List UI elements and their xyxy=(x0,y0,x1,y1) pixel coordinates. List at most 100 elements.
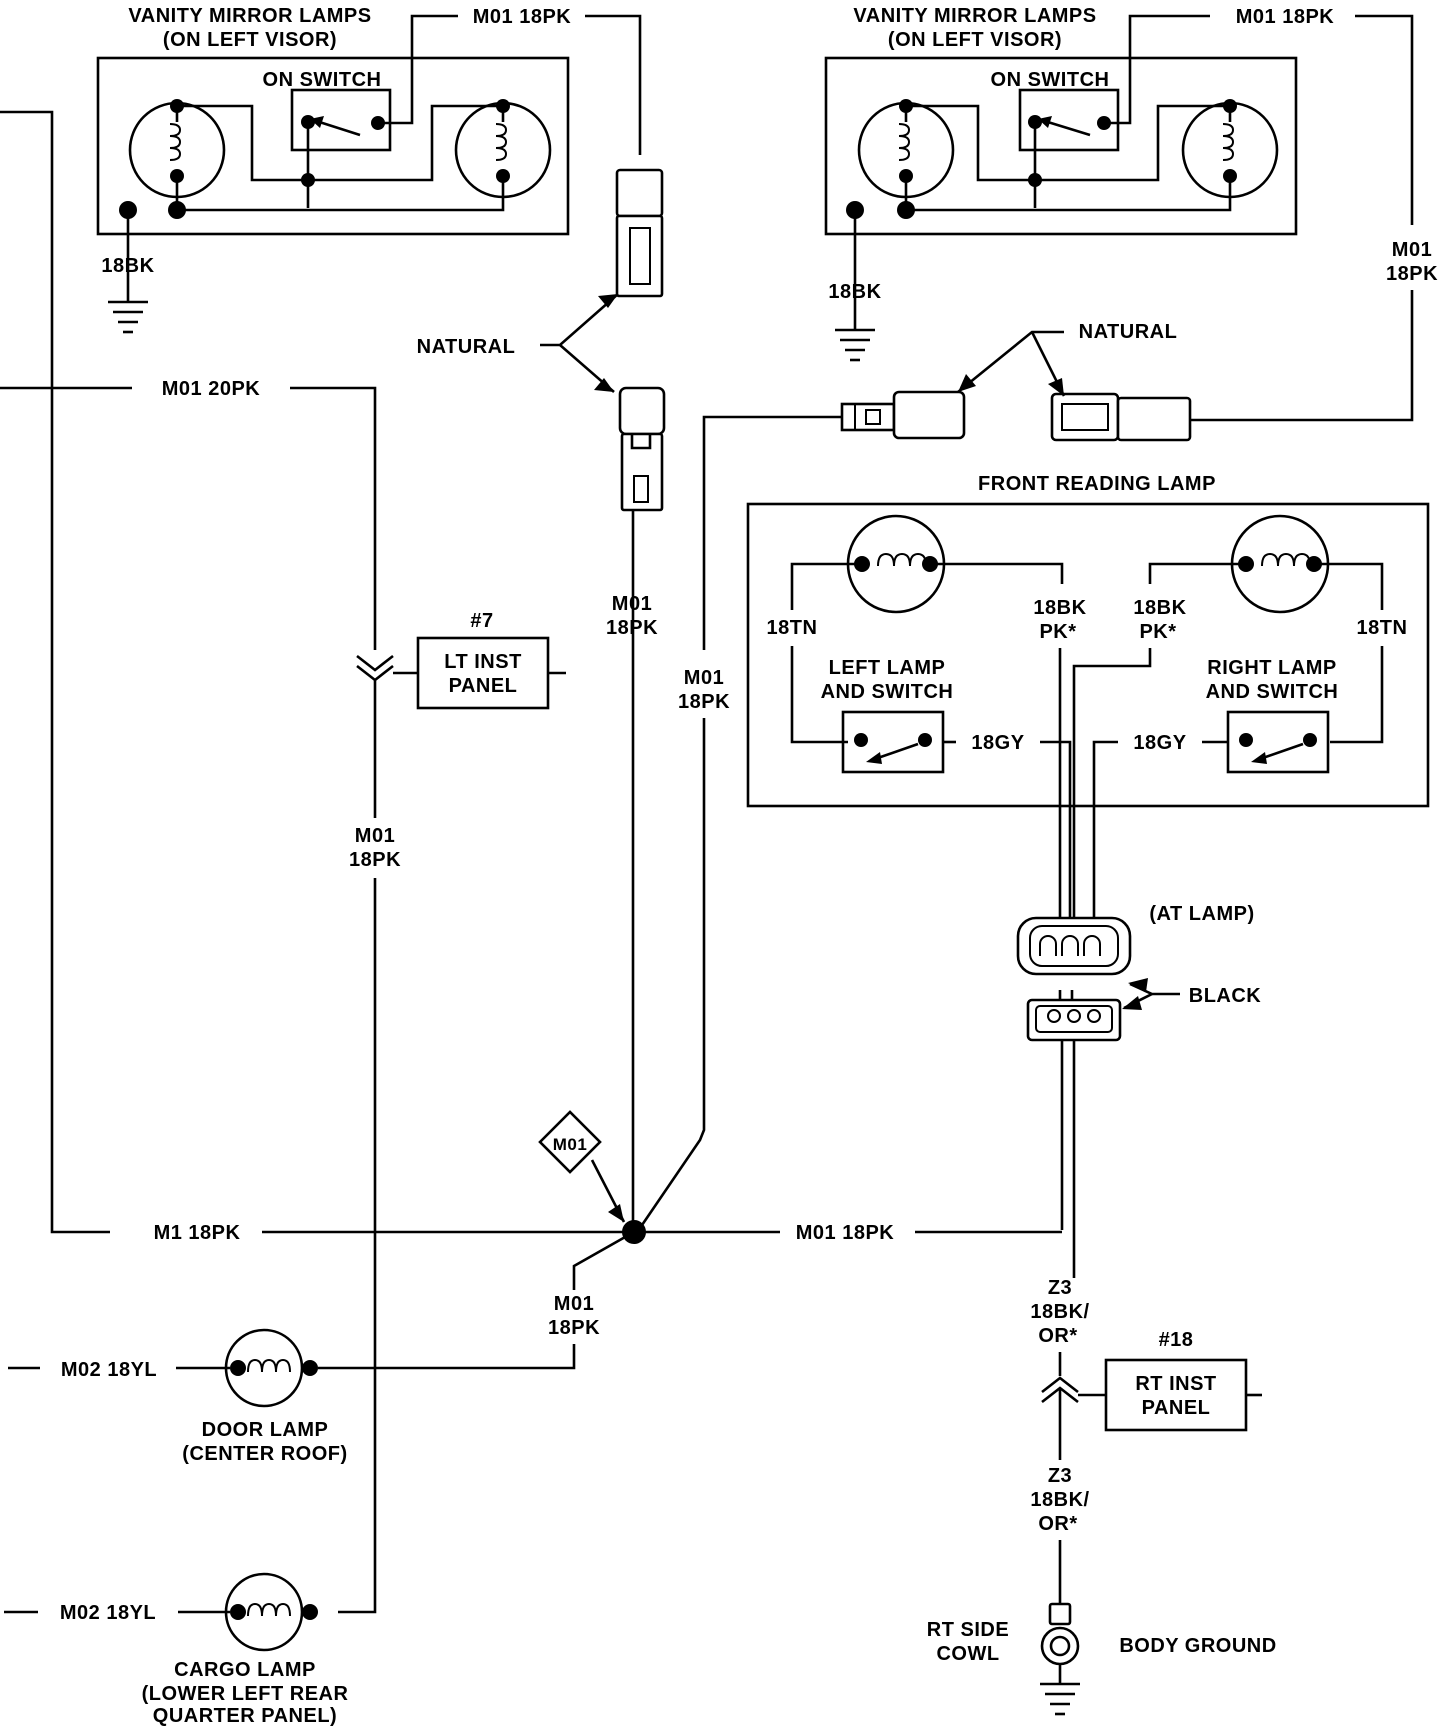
rt-inst-panel-line1: RT INST xyxy=(1135,1373,1216,1395)
body-ground-label: BODY GROUND xyxy=(1119,1635,1276,1657)
lower-wire-code: M01 xyxy=(554,1293,594,1315)
reading-right-bk: 18BK xyxy=(1133,597,1186,619)
cargo-lamp-line2: (LOWER LEFT REAR xyxy=(142,1683,349,1705)
z3-top-gauge: 18BK/ xyxy=(1030,1301,1089,1323)
vanity-left-switch-icon xyxy=(309,116,361,137)
m01-20pk-label: M01 20PK xyxy=(162,378,261,400)
at-lamp-connector: (AT LAMP) BLACK xyxy=(1016,903,1262,1278)
vanity-left-switch-box xyxy=(290,88,392,152)
vanity-left-ground-icon xyxy=(108,286,148,334)
lt-inst-panel-connector-icon xyxy=(356,654,394,682)
m1-18pk-label: M1 18PK xyxy=(154,1222,241,1244)
ground-location-2: COWL xyxy=(936,1643,999,1665)
at-lamp-label: (AT LAMP) xyxy=(1149,903,1254,925)
vanity-right-enclosure xyxy=(824,56,1298,236)
center-connector-housing-bottom xyxy=(618,386,666,436)
reading-left-switch-label-1: LEFT LAMP xyxy=(829,657,946,679)
right-connector-pin-left xyxy=(840,402,896,432)
rt-inst-panel-ref: #18 xyxy=(1159,1329,1194,1351)
vanity-right-switch-label: ON SWITCH xyxy=(991,69,1110,91)
rt-inst-panel-box xyxy=(1104,1358,1248,1432)
cargo-lamp-line3: QUARTER PANEL) xyxy=(153,1705,337,1726)
lower-wire-gauge: 18PK xyxy=(548,1317,600,1339)
center-connector-plug-bottom xyxy=(620,432,664,512)
vanity-left-title: VANITY MIRROR LAMPS xyxy=(128,5,371,27)
body-ground-icon xyxy=(1040,1602,1080,1716)
z3-top-color: OR* xyxy=(1038,1325,1077,1347)
reading-lamp-enclosure xyxy=(746,502,1430,808)
vanity-right-switch-icon xyxy=(1037,116,1091,137)
vanity-mirror-lamps-right: VANITY MIRROR LAMPS (ON LEFT VISOR) ON S… xyxy=(824,5,1438,422)
center-right-wire-code: M01 xyxy=(684,667,724,689)
m02-door-label: M02 18YL xyxy=(61,1359,157,1381)
splice-point: M1 18PK M01 18PK M01 18PK M01 M01 18PK xyxy=(154,593,1062,1370)
splice-tag-icon: M01 xyxy=(538,1110,602,1174)
lt-inst-panel-line2: PANEL xyxy=(449,675,518,697)
front-reading-lamp: FRONT READING LAMP 18TN 18BK PK* LEFT LA… xyxy=(746,473,1430,935)
m01-18pk-right-label: M01 18PK xyxy=(796,1222,895,1244)
vanity-right-switch-box xyxy=(1018,88,1120,152)
vanity-right-feed-wire: M01 18PK xyxy=(1236,6,1335,28)
reading-right-gy: 18GY xyxy=(1133,732,1186,754)
natural-connector-center: NATURAL xyxy=(417,168,666,1232)
rt-inst-panel-line2: PANEL xyxy=(1142,1397,1211,1419)
reading-right-switch-icon xyxy=(1239,733,1317,764)
left-bus-wire-code: M01 xyxy=(355,825,395,847)
reading-right-switch-label-1: RIGHT LAMP xyxy=(1207,657,1336,679)
reading-right-switch-label-2: AND SWITCH xyxy=(1206,681,1339,703)
vanity-right-riser-code: M01 xyxy=(1392,239,1432,261)
natural-label-right: NATURAL xyxy=(1079,321,1178,343)
vanity-right-riser-gauge: 18PK xyxy=(1386,263,1438,285)
natural-label-left: NATURAL xyxy=(417,336,516,358)
m02-cargo-label: M02 18YL xyxy=(60,1602,156,1624)
z3-top-code: Z3 xyxy=(1048,1277,1072,1299)
reading-left-switch-label-2: AND SWITCH xyxy=(821,681,954,703)
vanity-left-ground-wire: 18BK xyxy=(101,255,154,277)
door-lamp-bulb-icon xyxy=(224,1328,318,1408)
reading-left-switch-icon xyxy=(854,733,932,764)
z3-bottom-color: OR* xyxy=(1038,1513,1077,1535)
vanity-left-switch-label: ON SWITCH xyxy=(263,69,382,91)
door-lamp-line2: (CENTER ROOF) xyxy=(182,1443,347,1465)
reading-lamp-left-bulb-icon xyxy=(846,514,946,614)
cargo-lamp: M02 18YL CARGO LAMP (LOWER LEFT REAR QUA… xyxy=(4,1572,349,1726)
at-lamp-connector-housing xyxy=(1016,916,1132,976)
vanity-left-subtitle: (ON LEFT VISOR) xyxy=(163,29,337,51)
lt-inst-panel-box xyxy=(416,636,550,710)
vanity-left-feed-wire: M01 18PK xyxy=(473,6,572,28)
reading-right-pk: PK* xyxy=(1139,621,1176,643)
reading-lamp-title: FRONT READING LAMP xyxy=(978,473,1216,495)
center-right-wire-gauge: 18PK xyxy=(678,691,730,713)
lt-inst-panel-ref: #7 xyxy=(470,610,493,632)
vanity-right-title: VANITY MIRROR LAMPS xyxy=(853,5,1096,27)
reading-left-bk: 18BK xyxy=(1033,597,1086,619)
vanity-mirror-lamps-left: VANITY MIRROR LAMPS (ON LEFT VISOR) ON S… xyxy=(96,5,642,334)
center-connector-housing-top xyxy=(615,168,664,218)
reading-right-tn: 18TN xyxy=(1357,617,1408,639)
reading-left-gy: 18GY xyxy=(971,732,1024,754)
center-wire-gauge: 18PK xyxy=(606,617,658,639)
left-bus-wire-gauge: 18PK xyxy=(349,849,401,871)
right-connector-sleeve xyxy=(1116,396,1192,442)
z3-bottom-gauge: 18BK/ xyxy=(1030,1489,1089,1511)
z3-ground-circuit: Z3 18BK/ OR* #18 RT INST PANEL Z3 18BK/ … xyxy=(927,1277,1276,1716)
cargo-lamp-bulb-icon xyxy=(224,1572,318,1652)
splice-tag: M01 xyxy=(553,1135,588,1154)
z3-bottom-code: Z3 xyxy=(1048,1465,1072,1487)
vanity-right-ground-icon xyxy=(835,310,875,362)
lt-inst-panel-line1: LT INST xyxy=(444,651,522,673)
ground-location-1: RT SIDE xyxy=(927,1619,1009,1641)
vanity-left-enclosure xyxy=(96,56,570,236)
reading-lamp-right-bulb-icon xyxy=(1230,514,1330,614)
cargo-lamp-line1: CARGO LAMP xyxy=(174,1659,316,1681)
right-connector-housing-left xyxy=(892,390,966,440)
black-connector-label: BLACK xyxy=(1189,985,1262,1007)
reading-left-tn: 18TN xyxy=(767,617,818,639)
center-wire-code: M01 xyxy=(612,593,652,615)
door-lamp-line1: DOOR LAMP xyxy=(202,1419,329,1441)
vanity-right-subtitle: (ON LEFT VISOR) xyxy=(888,29,1062,51)
natural-connector-right: NATURAL M01 18PK xyxy=(638,321,1192,1229)
left-wiring: M01 20PK M01 18PK #7 LT INST PANEL xyxy=(0,110,566,1614)
door-lamp: M02 18YL DOOR LAMP (CENTER ROOF) xyxy=(8,1328,347,1465)
